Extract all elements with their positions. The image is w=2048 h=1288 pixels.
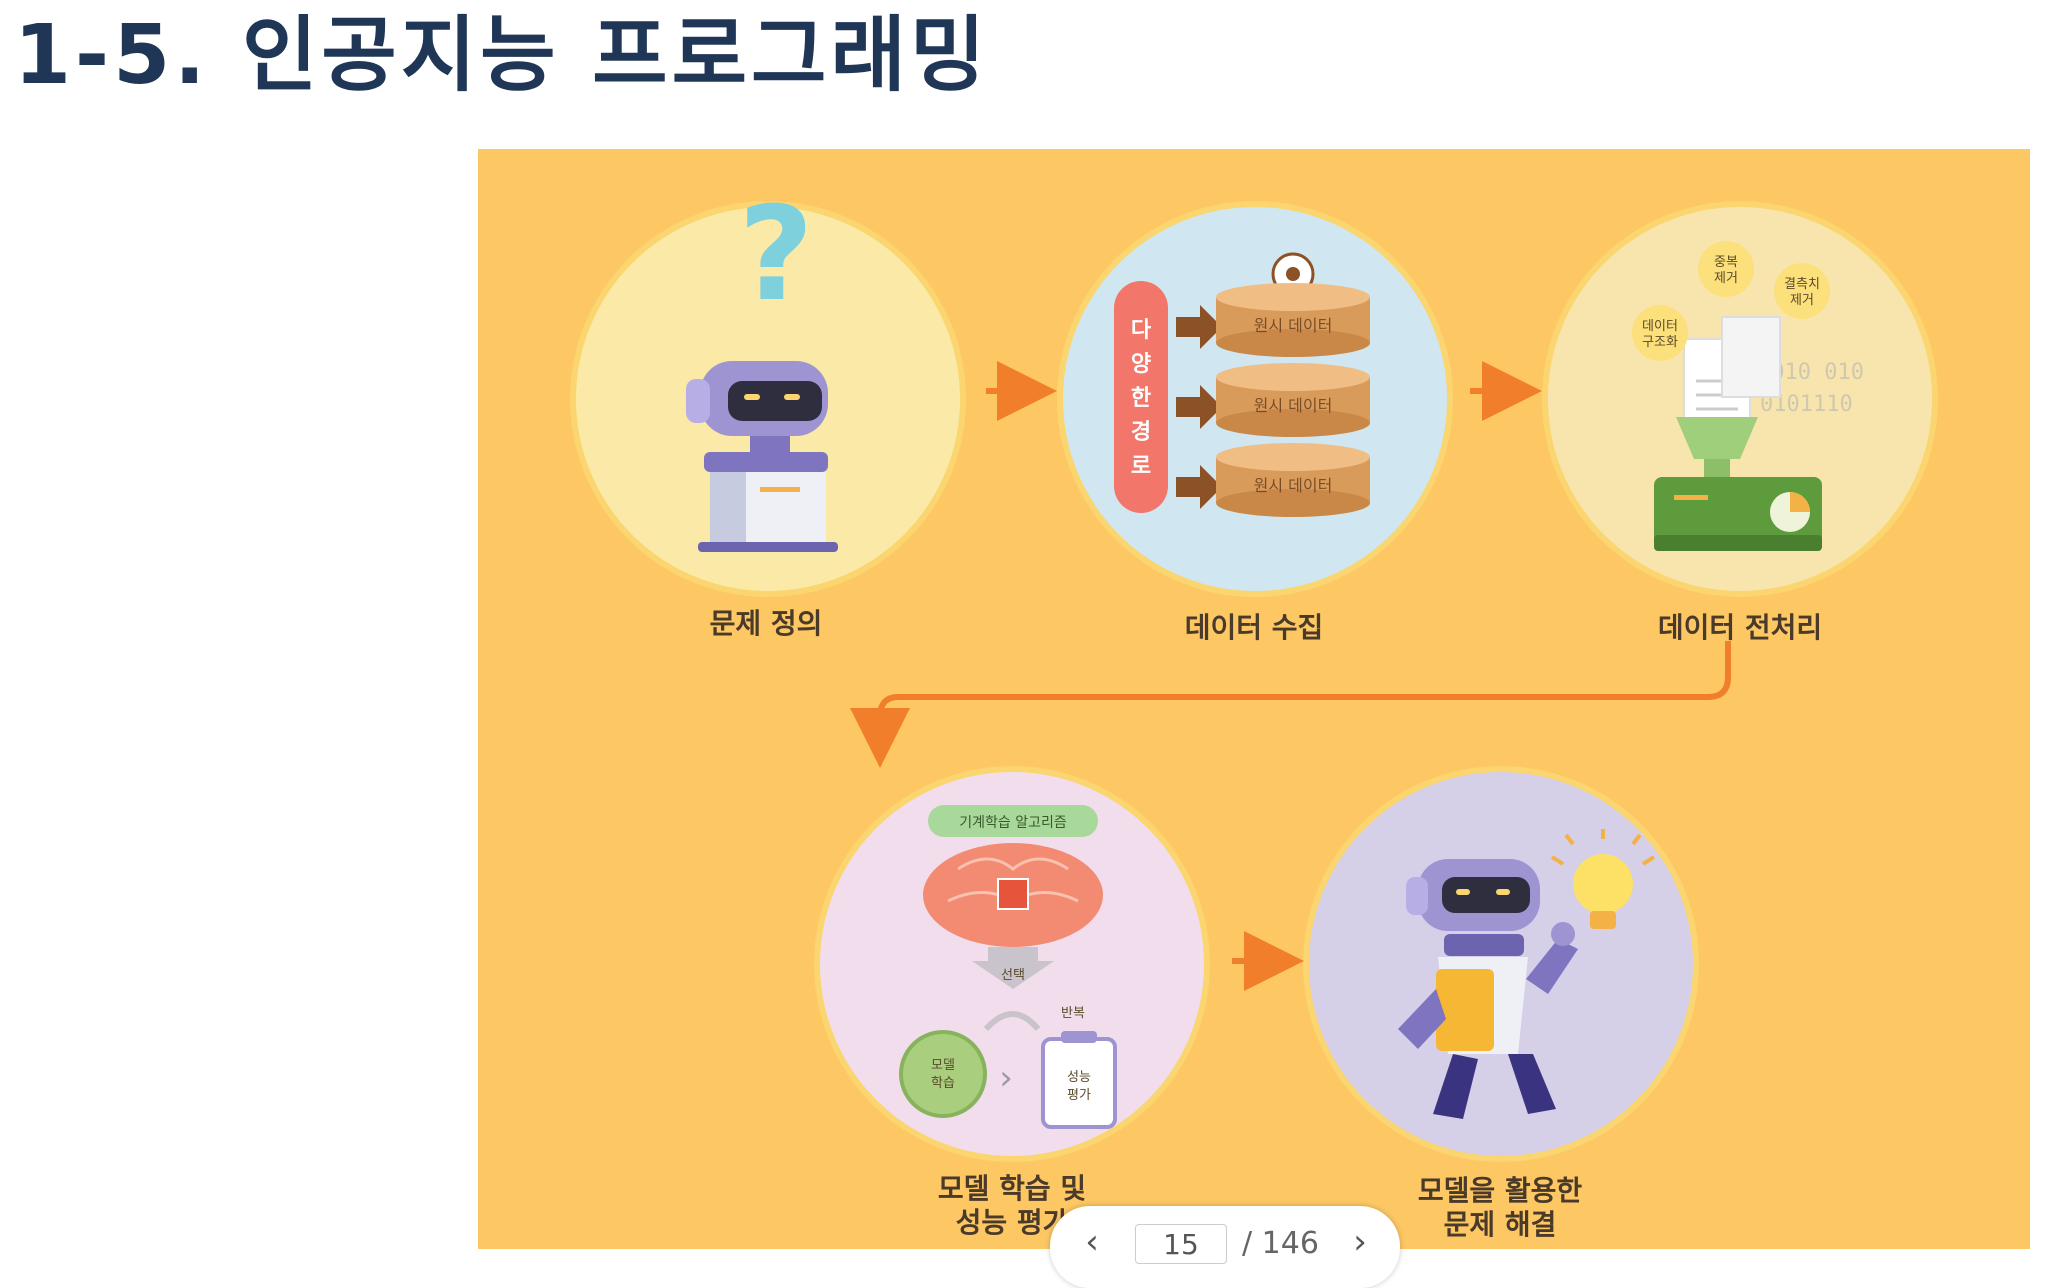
step-label-collection: 데이터 수집 [1185,611,1324,645]
diagram-illustration: ? 다 양 한 경 로 [478,149,2030,1249]
page-number-input[interactable] [1135,1224,1227,1264]
bubble-missing-l2: 제거 [1790,293,1814,308]
select-label: 선택 [1001,968,1025,983]
source-char-2: 양 [1131,352,1151,377]
ai-process-diagram: ? 다 양 한 경 로 [478,149,2030,1249]
prev-page-button[interactable]: ‹ [1072,1220,1112,1264]
page-navigator: ‹ / 146 › [1050,1206,1400,1288]
train-label-l2: 학습 [931,1076,955,1091]
bubble-missing-l1: 결측치 [1784,277,1820,292]
bubble-struct-l2: 구조화 [1642,335,1678,350]
step-label-problem: 문제 정의 [710,607,823,641]
data-collection-icon: 다 양 한 경 로 원시 데이터 원시 데이터 [1114,254,1370,517]
chevron-left-icon: ‹ [1085,1222,1099,1262]
next-page-button[interactable]: › [1340,1220,1380,1264]
source-char-5: 로 [1131,454,1151,479]
algo-label: 기계학습 알고리즘 [959,815,1067,831]
source-char-1: 다 [1131,318,1152,343]
bubble-struct-l1: 데이터 [1642,319,1678,334]
step-label-solution: 모델을 활용한 문제 해결 [1418,1174,1582,1242]
db-label-1: 원시 데이터 [1254,316,1333,335]
chevron-right-icon: › [1353,1222,1367,1262]
database-3: 원시 데이터 [1216,443,1370,517]
db-label-2: 원시 데이터 [1254,396,1333,415]
page-total-label: / 146 [1242,1224,1319,1264]
source-char-4: 경 [1131,420,1151,445]
train-label-l1: 모델 [931,1058,955,1073]
source-char-3: 한 [1131,386,1151,411]
eval-label-l2: 평가 [1067,1088,1091,1103]
database-1: 원시 데이터 [1216,283,1370,357]
eval-label-l1: 성능 [1067,1070,1091,1085]
bubble-duplicate-l2: 제거 [1714,271,1738,286]
step-label-preprocess: 데이터 전처리 [1658,611,1822,645]
svg-text:?: ? [738,178,813,330]
slide-title: 1-5. 인공지능 프로그래밍 [14,4,989,108]
database-2: 원시 데이터 [1216,363,1370,437]
arrow-3-connector [880,641,1728,744]
svg-text:›: › [999,1058,1013,1098]
db-label-3: 원시 데이터 [1254,476,1333,495]
repeat-label: 반복 [1061,1006,1085,1021]
bubble-duplicate-l1: 중복 [1714,255,1738,270]
